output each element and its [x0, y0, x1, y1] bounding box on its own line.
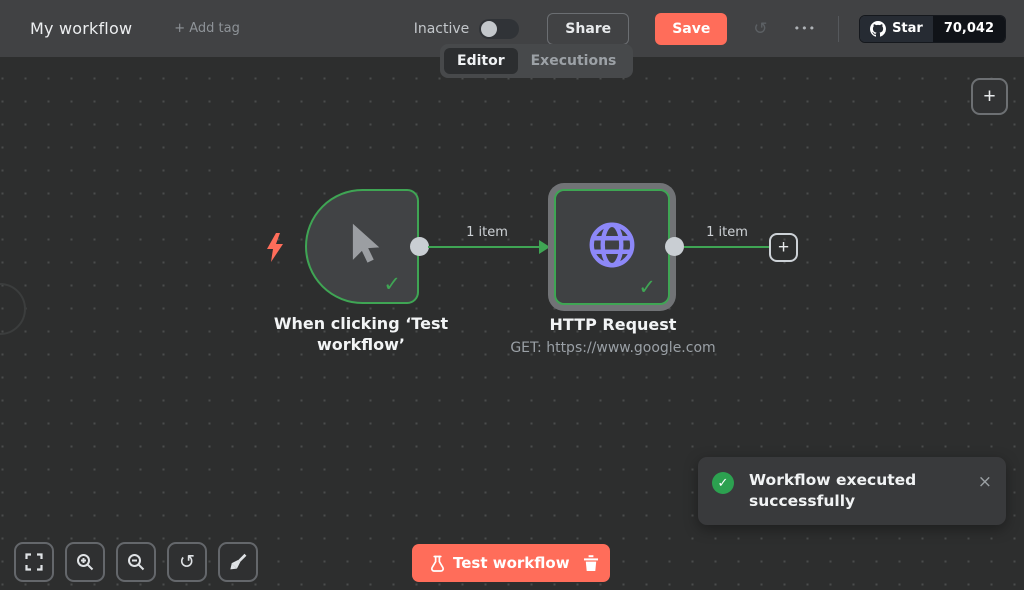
fit-screen-icon — [25, 553, 43, 571]
add-connected-node-button[interactable]: + — [769, 233, 798, 262]
toast-notification: ✓ Workflow executed successfully × — [698, 457, 1006, 525]
trigger-node-title: When clicking ‘Test workflow’ — [273, 314, 449, 355]
node-http-request[interactable]: ✓ — [548, 183, 676, 311]
zoom-out-button[interactable] — [116, 542, 156, 582]
connection-label-1: 1 item — [466, 225, 508, 240]
http-output-port[interactable] — [665, 237, 684, 256]
canvas-edge-circle — [0, 283, 26, 335]
reset-zoom-icon: ↺ — [179, 551, 195, 573]
editor-executions-tabbar: Editor Executions — [440, 44, 634, 78]
active-status-label: Inactive — [413, 20, 470, 37]
github-star-count[interactable]: 70,042 — [932, 15, 1005, 42]
header-divider — [838, 15, 840, 42]
node-http-request-body: ✓ — [554, 189, 670, 305]
success-check-icon: ✓ — [638, 275, 656, 299]
connection-label-2: 1 item — [706, 225, 748, 240]
toggle-knob — [481, 20, 498, 37]
share-button[interactable]: Share — [547, 12, 630, 45]
add-node-button[interactable]: + — [971, 78, 1008, 115]
tab-executions[interactable]: Executions — [530, 53, 617, 69]
http-node-subtitle: GET: https://www.google.com — [510, 340, 716, 356]
workflow-canvas[interactable]: + ✓ 1 item ✓ — [0, 57, 1024, 590]
save-button[interactable]: Save — [655, 12, 728, 45]
flask-icon — [430, 555, 445, 572]
github-star-button[interactable]: Star — [860, 15, 933, 42]
node-manual-trigger[interactable]: ✓ — [305, 189, 419, 304]
trash-icon — [584, 555, 598, 571]
history-icon[interactable]: ↺ — [753, 18, 768, 39]
connection-arrow-1 — [539, 240, 550, 254]
github-star-label: Star — [892, 21, 923, 36]
trigger-output-port[interactable] — [410, 237, 429, 256]
workflow-title[interactable]: My workflow — [30, 19, 133, 38]
test-workflow-button[interactable]: Test workflow — [412, 544, 588, 582]
broom-icon — [230, 553, 247, 570]
connection-wire-2[interactable] — [684, 246, 770, 248]
toast-message: Workflow executed successfully — [749, 471, 917, 510]
toast-success-icon: ✓ — [712, 472, 734, 494]
delete-button[interactable] — [572, 544, 610, 582]
canvas-controls: ↺ — [14, 542, 258, 582]
github-star-widget[interactable]: Star 70,042 — [859, 14, 1006, 43]
reset-zoom-button[interactable]: ↺ — [167, 542, 207, 582]
toast-close-icon[interactable]: × — [977, 472, 992, 492]
zoom-in-button[interactable] — [65, 542, 105, 582]
more-options-button[interactable]: ••• — [793, 22, 817, 35]
success-check-icon: ✓ — [383, 272, 401, 296]
active-toggle[interactable] — [479, 18, 520, 39]
zoom-in-icon — [77, 554, 94, 571]
trigger-bolt-icon — [267, 233, 283, 262]
cursor-icon — [352, 223, 380, 263]
zoom-out-icon — [128, 554, 145, 571]
tab-editor[interactable]: Editor — [444, 48, 518, 74]
test-workflow-label: Test workflow — [453, 554, 570, 572]
tidy-up-button[interactable] — [218, 542, 258, 582]
zoom-to-fit-button[interactable] — [14, 542, 54, 582]
globe-icon — [589, 222, 635, 268]
add-tag-button[interactable]: + Add tag — [174, 21, 240, 36]
connection-wire-1[interactable] — [428, 246, 541, 248]
http-node-title: HTTP Request — [549, 315, 677, 334]
github-icon — [870, 20, 887, 37]
